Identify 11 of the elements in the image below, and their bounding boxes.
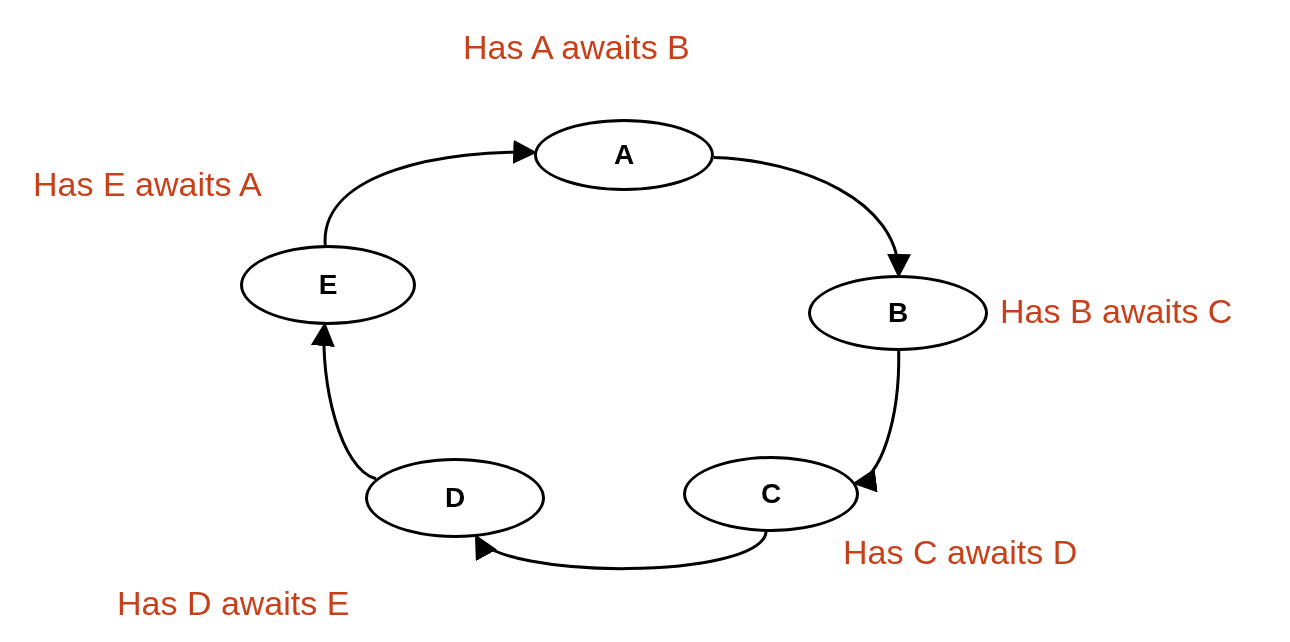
node-label: B [887,297,909,329]
node-label: D [444,482,466,514]
node-caption: Has C awaits D [843,533,1078,572]
node-label: E [318,269,338,301]
node-label: A [613,139,635,171]
node-caption: Has A awaits B [463,28,690,67]
node-caption: Has D awaits E [117,584,350,623]
node-label: C [760,478,782,510]
node-caption: Has E awaits A [33,165,262,204]
arrow [474,531,768,571]
node-caption: Has B awaits C [1000,292,1233,331]
